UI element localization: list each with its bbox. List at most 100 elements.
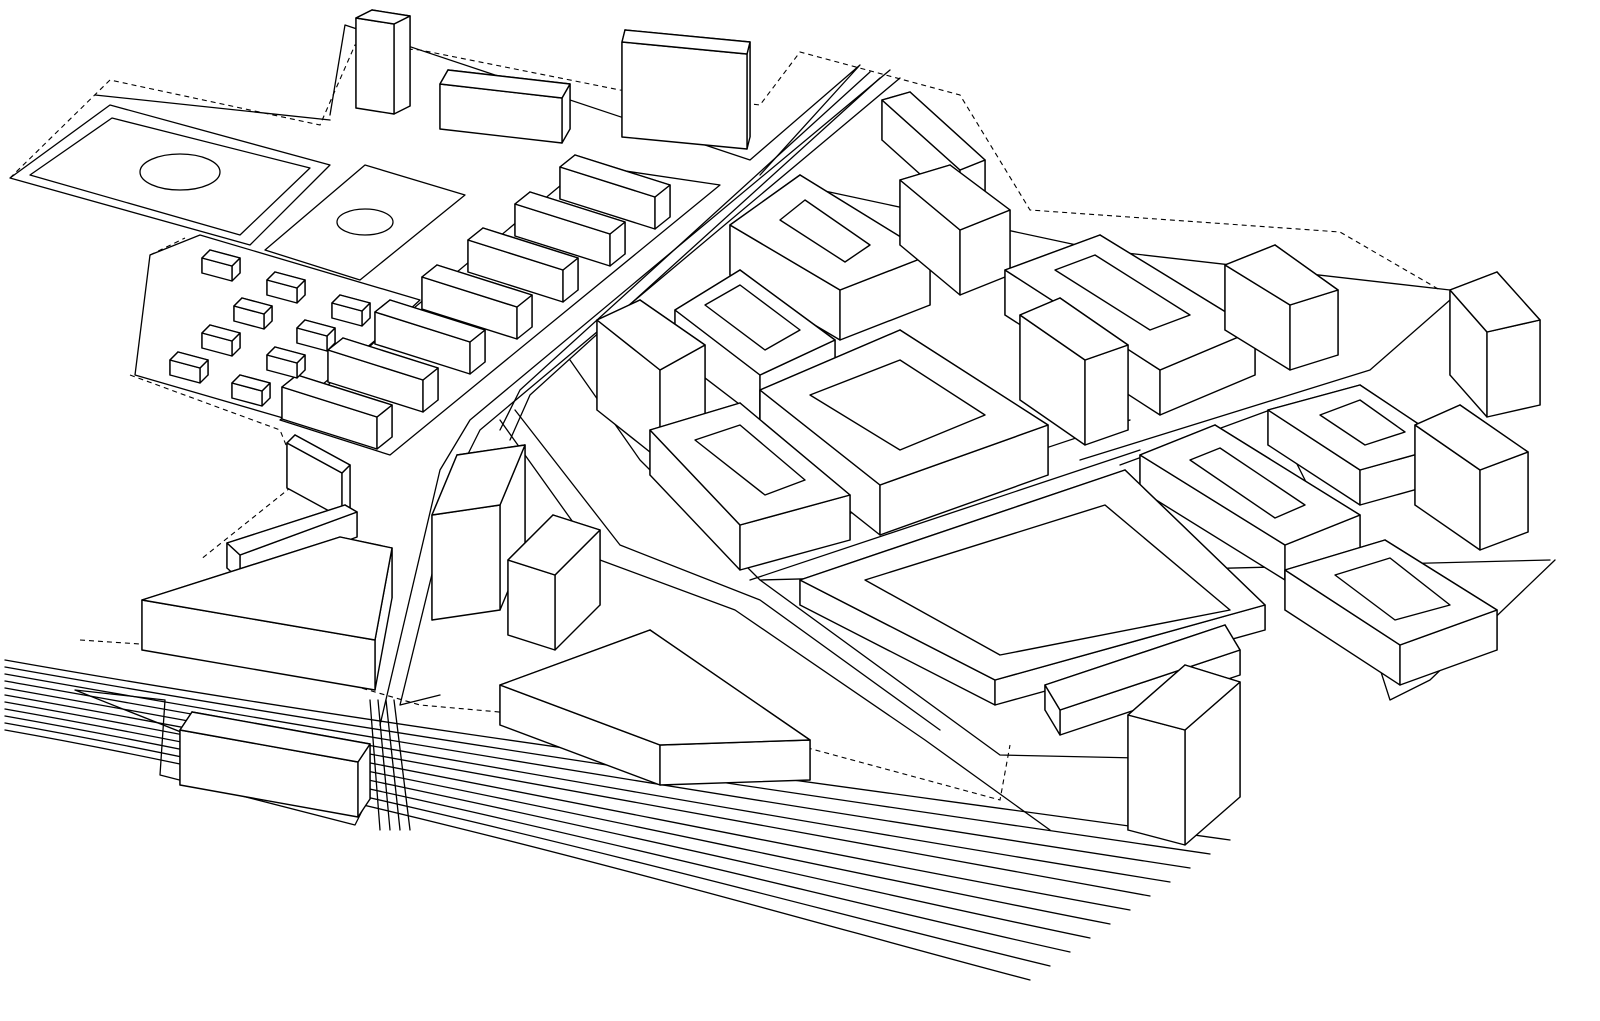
tower — [899, 164, 1011, 296]
building-roof — [431, 444, 526, 516]
building-facade — [621, 41, 748, 150]
building-facade — [659, 739, 811, 786]
building-roof — [281, 374, 393, 418]
building-roof — [1449, 271, 1541, 333]
building-roof — [1044, 624, 1241, 711]
small-house — [296, 319, 336, 352]
courtyard — [694, 424, 806, 496]
tall-slab — [355, 9, 411, 115]
courtyard — [1334, 557, 1451, 621]
building-roof — [559, 154, 671, 198]
site-boundary — [9, 44, 1441, 291]
wedge-building — [141, 536, 393, 691]
small-house — [331, 294, 371, 327]
rail-track — [4, 729, 1031, 981]
courtyard — [809, 359, 986, 451]
rail-track — [4, 673, 1191, 869]
courtyard-block — [729, 174, 931, 341]
building-roof — [233, 297, 273, 315]
building-roof — [621, 29, 751, 55]
building-roof — [231, 374, 271, 392]
tower — [1449, 271, 1541, 418]
courtyard-block — [1267, 384, 1451, 506]
courtyard — [704, 284, 801, 351]
small-house — [201, 249, 241, 282]
tram-line — [509, 77, 881, 441]
building-roof — [286, 434, 351, 474]
rail-track — [4, 722, 1051, 967]
corner-building — [286, 434, 351, 519]
row-house — [421, 264, 533, 340]
small-house — [233, 297, 273, 330]
building-roof — [499, 629, 811, 746]
tall-tower — [507, 514, 601, 651]
small-house — [266, 271, 306, 304]
boulevard — [749, 449, 1141, 581]
courtyard-block — [1139, 424, 1361, 581]
station-building — [179, 711, 371, 818]
building-roof — [1127, 664, 1241, 731]
building-roof — [226, 504, 358, 556]
building-roof — [507, 514, 601, 576]
northern-road — [329, 24, 861, 176]
courtyard — [779, 199, 871, 263]
building-roof — [1019, 297, 1129, 361]
building-roof — [266, 346, 306, 364]
building-facade — [355, 17, 395, 115]
building-roof — [439, 69, 571, 99]
road-under-rail — [393, 699, 411, 831]
rail-track — [4, 708, 1091, 939]
office-block — [621, 29, 751, 150]
small-house — [169, 351, 209, 384]
building-roof — [467, 227, 579, 271]
building-facade — [431, 504, 501, 621]
road-edge — [94, 94, 331, 121]
small-house — [266, 346, 306, 379]
road-under-rail — [377, 699, 391, 831]
courtyard-block — [649, 402, 851, 571]
building-facade — [1084, 344, 1129, 446]
site-boundary — [149, 237, 186, 256]
small-house — [231, 374, 271, 407]
building-roof — [421, 264, 533, 308]
building-roof — [899, 164, 1011, 231]
courtyard-block — [1284, 539, 1498, 686]
road-under-rail — [385, 699, 401, 831]
field-center-circle — [336, 208, 394, 236]
bar-building — [439, 69, 571, 144]
courtyard — [864, 504, 1231, 656]
tall-tower — [431, 444, 526, 621]
tower — [1224, 244, 1339, 371]
tower — [1414, 404, 1529, 551]
building-roof — [596, 299, 706, 371]
building-roof — [266, 271, 306, 289]
courtyard — [1189, 447, 1306, 519]
rail-spur — [499, 419, 1051, 831]
building-roof — [331, 294, 371, 312]
row-house — [559, 154, 671, 230]
courtyard — [1319, 399, 1406, 446]
sports-field-markings — [29, 117, 311, 236]
sports-field — [9, 104, 331, 246]
building-facade — [1127, 714, 1186, 846]
row-house — [281, 374, 393, 450]
tram-line — [499, 71, 871, 431]
building-facade — [1486, 319, 1541, 418]
tower — [1127, 664, 1241, 846]
building-roof — [514, 191, 626, 235]
field-center-circle — [139, 153, 221, 191]
football-field — [264, 164, 466, 281]
rail-track — [4, 694, 1131, 911]
row-house — [327, 337, 439, 413]
building-roof — [141, 536, 393, 641]
building-roof — [201, 324, 241, 342]
cross-street — [1079, 299, 1451, 461]
tower — [1019, 297, 1129, 446]
buildings-layer — [141, 9, 1541, 846]
building-roof — [355, 9, 411, 25]
site-boundary — [79, 639, 1011, 801]
building-roof — [1414, 404, 1529, 471]
triangle-block — [499, 629, 811, 786]
tower — [596, 299, 706, 461]
building-roof — [374, 299, 486, 343]
